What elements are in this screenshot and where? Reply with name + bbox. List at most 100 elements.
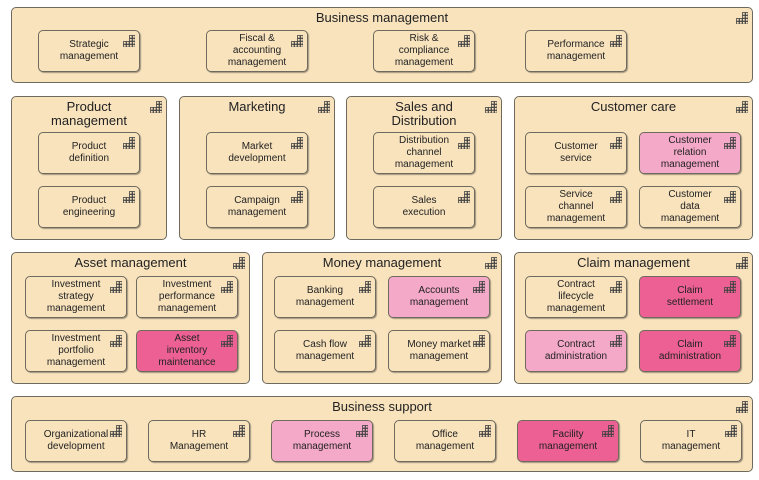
capability-icon: [291, 35, 303, 47]
capability-icon: [610, 335, 622, 347]
capability-icon: [736, 101, 748, 113]
group-title: Business management: [315, 10, 449, 25]
capability-icon: [291, 191, 303, 203]
capability-icon: [291, 137, 303, 149]
capability-icon: [458, 191, 470, 203]
capability-icon: [110, 281, 122, 293]
group-business-support: Business support: [11, 396, 753, 472]
group-title: Business support: [332, 399, 432, 414]
capability-icon: [359, 335, 371, 347]
capability-icon: [724, 137, 736, 149]
capability-icon: [458, 137, 470, 149]
capability-icon: [123, 191, 135, 203]
group-title: Customer care: [590, 99, 677, 114]
group-title: Marketing: [228, 99, 286, 114]
capability-icon: [736, 257, 748, 269]
capability-icon: [610, 35, 622, 47]
capability-icon: [233, 425, 245, 437]
capability-icon: [479, 425, 491, 437]
capability-icon: [221, 335, 233, 347]
capability-icon: [221, 281, 233, 293]
capability-icon: [724, 335, 736, 347]
capability-icon: [610, 191, 622, 203]
capability-icon: [356, 425, 368, 437]
capability-icon: [610, 137, 622, 149]
capability-icon: [123, 137, 135, 149]
capability-icon: [610, 281, 622, 293]
capability-icon: [473, 335, 485, 347]
capability-icon: [123, 35, 135, 47]
capability-icon: [485, 257, 497, 269]
capability-icon: [233, 257, 245, 269]
capability-icon: [458, 35, 470, 47]
capability-icon: [110, 425, 122, 437]
capability-icon: [359, 281, 371, 293]
capability-icon: [725, 425, 737, 437]
capability-icon: [318, 101, 330, 113]
capability-icon: [473, 281, 485, 293]
group-title: Money management: [322, 255, 442, 270]
capability-icon: [724, 191, 736, 203]
